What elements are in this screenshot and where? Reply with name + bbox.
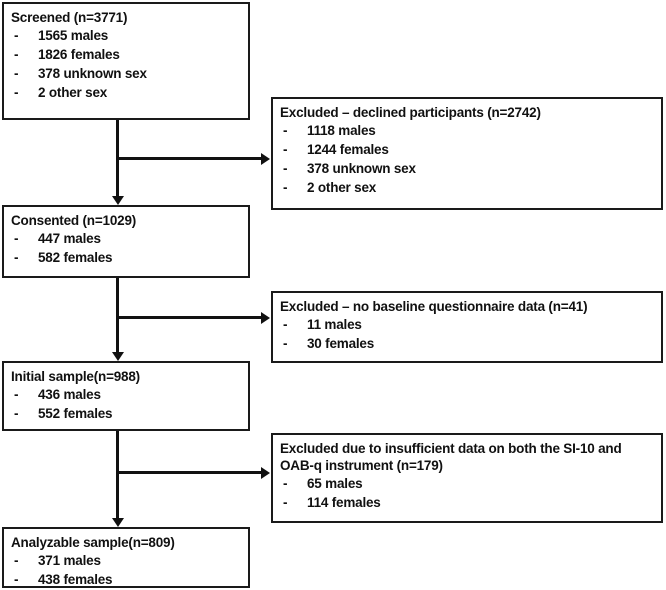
list-item-label: 582 females <box>38 250 113 265</box>
node-excluded-no-baseline-list: - 11 males - 30 females <box>280 315 654 353</box>
node-initial-sample-list: - 436 males - 552 females <box>11 385 241 423</box>
dash-marker: - <box>14 85 19 100</box>
list-item-label: 11 males <box>307 317 362 332</box>
list-item: - 436 males <box>11 385 241 404</box>
arrowhead-into-consented <box>111 196 124 205</box>
arrowhead-into-excluded-no-baseline <box>261 311 270 324</box>
dash-marker: - <box>283 123 288 138</box>
arrowhead-into-excluded-declined <box>261 152 270 165</box>
dash-marker: - <box>283 495 288 510</box>
list-item: - 2 other sex <box>11 83 241 102</box>
node-analyzable-sample-list: - 371 males - 438 females <box>11 551 241 589</box>
dash-marker: - <box>14 250 19 265</box>
node-excluded-no-baseline: Excluded – no baseline questionnaire dat… <box>271 291 663 363</box>
list-item-label: 552 females <box>38 406 113 421</box>
list-item-label: 447 males <box>38 231 101 246</box>
node-initial-sample-title: Initial sample(n=988) <box>11 369 140 384</box>
dash-marker: - <box>14 28 19 43</box>
list-item: - 447 males <box>11 229 241 248</box>
connector-initial-sample-to-analyzable <box>116 431 119 521</box>
list-item-label: 1565 males <box>38 28 109 43</box>
dash-marker: - <box>283 317 288 332</box>
dash-marker: - <box>283 476 288 491</box>
list-item-label: 65 males <box>307 476 363 491</box>
dash-marker: - <box>14 387 19 402</box>
connector-consented-to-excluded-no-baseline <box>116 316 262 319</box>
list-item: - 114 females <box>280 493 654 512</box>
dash-marker: - <box>283 336 288 351</box>
node-analyzable-sample: Analyzable sample(n=809) - 371 males - 4… <box>2 527 250 588</box>
dash-marker: - <box>14 406 19 421</box>
node-excluded-insufficient: Excluded due to insufficient data on bot… <box>271 433 663 523</box>
node-consented: Consented (n=1029) - 447 males - 582 fem… <box>2 205 250 278</box>
list-item: - 1826 females <box>11 45 241 64</box>
list-item: - 30 females <box>280 334 654 353</box>
arrowhead-into-excluded-insufficient <box>261 466 270 479</box>
node-consented-list: - 447 males - 582 females <box>11 229 241 267</box>
arrowhead-into-analyzable-sample <box>111 518 124 527</box>
list-item-label: 2 other sex <box>38 85 108 100</box>
dash-marker: - <box>283 142 288 157</box>
dash-marker: - <box>283 161 288 176</box>
list-item-label: 371 males <box>38 553 101 568</box>
node-screened-title: Screened (n=3771) <box>11 10 128 25</box>
list-item: - 371 males <box>11 551 241 570</box>
list-item-label: 436 males <box>38 387 101 402</box>
list-item: - 438 females <box>11 570 241 589</box>
node-analyzable-sample-title: Analyzable sample(n=809) <box>11 535 175 550</box>
list-item: - 1118 males <box>280 121 654 140</box>
node-excluded-insufficient-title: Excluded due to insufficient data on bot… <box>280 441 622 473</box>
list-item-label: 438 females <box>38 572 113 587</box>
dash-marker: - <box>283 180 288 195</box>
node-excluded-declined-list: - 1118 males - 1244 females - 378 unknow… <box>280 121 654 197</box>
list-item: - 1565 males <box>11 26 241 45</box>
list-item: - 552 females <box>11 404 241 423</box>
node-screened-list: - 1565 males - 1826 females - 378 unknow… <box>11 26 241 102</box>
dash-marker: - <box>14 553 19 568</box>
dash-marker: - <box>14 231 19 246</box>
dash-marker: - <box>14 47 19 62</box>
node-consented-title: Consented (n=1029) <box>11 213 137 228</box>
list-item-label: 114 females <box>307 495 381 510</box>
connector-screened-to-excluded-declined <box>116 157 262 160</box>
list-item: - 582 females <box>11 248 241 267</box>
list-item: - 378 unknown sex <box>11 64 241 83</box>
node-excluded-declined-title: Excluded – declined participants (n=2742… <box>280 105 541 120</box>
dash-marker: - <box>14 66 19 81</box>
list-item-label: 2 other sex <box>307 180 377 195</box>
list-item-label: 30 females <box>307 336 375 351</box>
list-item-label: 1244 females <box>307 142 389 157</box>
list-item: - 378 unknown sex <box>280 159 654 178</box>
list-item: - 65 males <box>280 474 654 493</box>
list-item-label: 378 unknown sex <box>307 161 416 176</box>
list-item-label: 1826 females <box>38 47 120 62</box>
list-item: - 11 males <box>280 315 654 334</box>
list-item: - 2 other sex <box>280 178 654 197</box>
node-screened: Screened (n=3771) - 1565 males - 1826 fe… <box>2 2 250 120</box>
arrowhead-into-initial-sample <box>111 352 124 361</box>
list-item: - 1244 females <box>280 140 654 159</box>
node-initial-sample: Initial sample(n=988) - 436 males - 552 … <box>2 361 250 431</box>
connector-initial-sample-to-excluded-insufficient <box>116 471 262 474</box>
list-item-label: 378 unknown sex <box>38 66 147 81</box>
dash-marker: - <box>14 572 19 587</box>
node-excluded-no-baseline-title: Excluded – no baseline questionnaire dat… <box>280 299 588 314</box>
node-excluded-insufficient-list: - 65 males - 114 females <box>280 474 654 512</box>
list-item-label: 1118 males <box>307 123 376 138</box>
node-excluded-declined: Excluded – declined participants (n=2742… <box>271 97 663 210</box>
